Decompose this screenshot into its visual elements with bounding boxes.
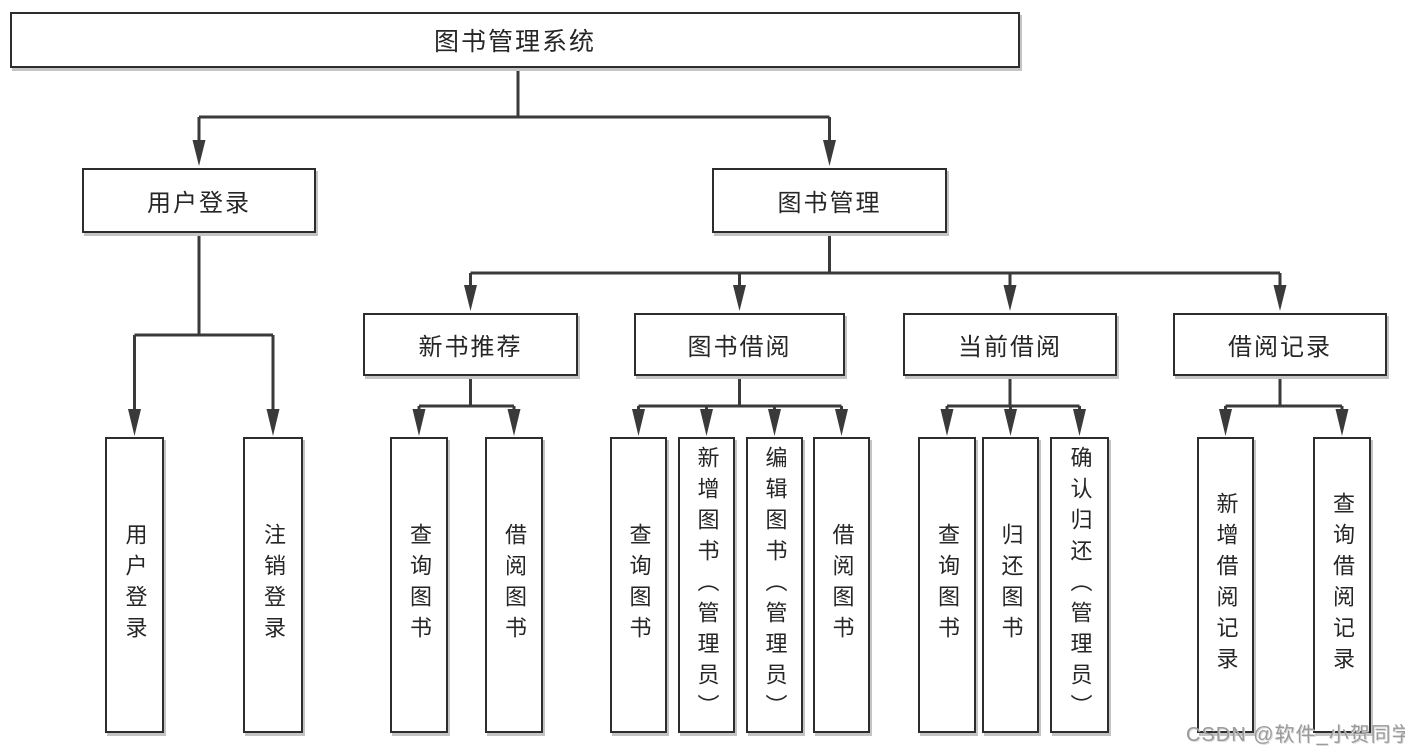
node-user-login-label: 用户登录 [147, 190, 251, 217]
leaf-logout: 注销登录 [243, 437, 303, 733]
node-book-borrow-label: 图书借阅 [687, 334, 792, 361]
node-borrow-records-label: 借阅记录 [1228, 334, 1332, 361]
leaf-logout-label: 注销登录 [261, 523, 286, 647]
leaf-add-borrow-record-label: 新增借阅记录 [1213, 492, 1239, 678]
leaf-current-query-books: 查询图书 [918, 437, 976, 733]
node-root: 图书管理系统 [10, 12, 1020, 68]
leaf-return-books: 归还图书 [982, 437, 1039, 733]
leaf-add-book-admin: 新增图书（管理员） [678, 437, 735, 733]
node-new-book-recommend-label: 新书推荐 [418, 334, 523, 361]
node-current-borrow: 当前借阅 [903, 313, 1117, 376]
node-root-label: 图书管理系统 [433, 28, 596, 56]
leaf-user-login-label: 用户登录 [122, 523, 148, 647]
leaf-borrow-query-books-label: 查询图书 [626, 523, 652, 647]
leaf-return-books-label: 归还图书 [998, 523, 1024, 647]
leaf-query-borrow-record-label: 查询借阅记录 [1330, 492, 1355, 678]
leaf-current-query-books-label: 查询图书 [935, 523, 960, 647]
leaf-recommend-query-books-label: 查询图书 [407, 523, 432, 647]
leaf-confirm-return-admin-label: 确认归还（管理员） [1067, 445, 1093, 725]
leaf-query-borrow-record: 查询借阅记录 [1313, 437, 1371, 733]
node-current-borrow-label: 当前借阅 [958, 334, 1062, 361]
leaf-recommend-query-books: 查询图书 [390, 437, 448, 733]
leaf-confirm-return-admin: 确认归还（管理员） [1050, 437, 1109, 733]
watermark: CSDN @软件_小贺同学 [1186, 724, 1405, 746]
leaf-add-borrow-record: 新增借阅记录 [1197, 437, 1254, 733]
leaf-recommend-borrow-books: 借阅图书 [485, 437, 543, 733]
leaf-borrow-books-label: 借阅图书 [829, 523, 855, 647]
leaf-user-login: 用户登录 [105, 437, 164, 733]
leaf-add-book-admin-label: 新增图书（管理员） [694, 445, 720, 725]
leaf-borrow-query-books: 查询图书 [610, 437, 667, 733]
node-new-book-recommend: 新书推荐 [363, 313, 578, 376]
leaf-borrow-books: 借阅图书 [813, 437, 870, 733]
node-book-borrow: 图书借阅 [634, 313, 845, 376]
node-book-management: 图书管理 [712, 168, 947, 233]
node-book-management-label: 图书管理 [777, 190, 882, 217]
leaf-edit-book-admin: 编辑图书（管理员） [746, 437, 803, 733]
leaf-edit-book-admin-label: 编辑图书（管理员） [762, 445, 788, 725]
leaf-recommend-borrow-books-label: 借阅图书 [502, 523, 527, 647]
node-borrow-records: 借阅记录 [1173, 313, 1387, 376]
node-user-login: 用户登录 [82, 168, 316, 233]
